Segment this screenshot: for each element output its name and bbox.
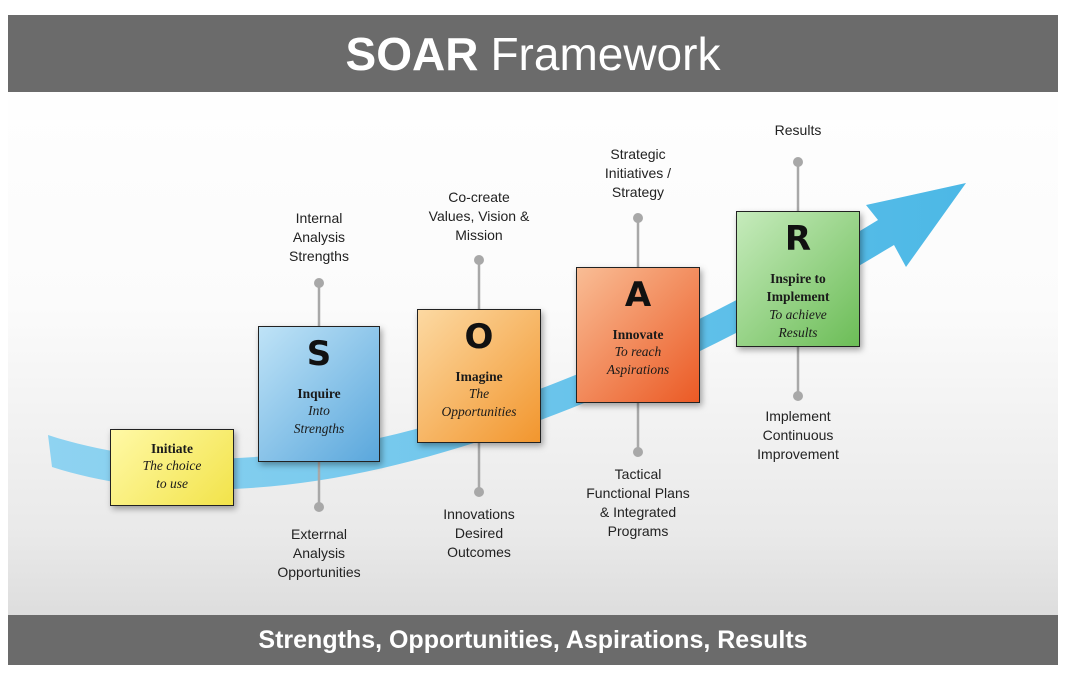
label-s-above-line: Strengths (289, 248, 349, 264)
label-r-above: Results (748, 121, 848, 140)
label-a-below: Tactical Functional Plans & Integrated P… (568, 465, 708, 541)
title-bar: SOAR Framework (8, 15, 1058, 92)
connector-dot-s-bottom (314, 502, 324, 512)
label-s-above: Internal Analysis Strengths (259, 209, 379, 266)
label-o-below-line: Innovations (443, 506, 515, 522)
connector-dot-o-top (474, 255, 484, 265)
stage-initiate-title: Initiate (151, 441, 193, 456)
label-s-below-line: Opportunities (277, 564, 361, 580)
connector-dot-a-top (633, 213, 643, 223)
stage-s-box: S Inquire Into Strengths (258, 326, 380, 462)
title-framework: Framework (490, 27, 721, 80)
label-r-above-line: Results (774, 122, 822, 138)
stage-r-title-2: Implement (766, 289, 830, 304)
stage-initiate-sub-2: to use (156, 476, 188, 491)
connector-dot-a-bottom (633, 447, 643, 457)
stage-o-sub-1: The (468, 386, 490, 401)
stage-o-letter: O (464, 317, 494, 357)
footer-bar: Strengths, Opportunities, Aspirations, R… (8, 615, 1058, 665)
connector-dot-s-top (314, 278, 324, 288)
label-a-above-line: Strategy (611, 184, 665, 200)
label-a-below-line: Tactical (614, 466, 662, 482)
label-s-below-line: Analysis (292, 545, 346, 561)
stage-r-sub-2: Results (778, 325, 818, 340)
connectors (314, 157, 803, 512)
stage-r-letter: R (784, 219, 812, 259)
label-s-below-line: Exterrnal (290, 526, 348, 542)
label-a-below-line: Programs (607, 523, 669, 539)
label-o-below: Innovations Desired Outcomes (419, 505, 539, 562)
connector-dot-r-bottom (793, 391, 803, 401)
stage-a-title: Innovate (612, 327, 664, 342)
label-o-above: Co-create Values, Vision & Mission (409, 188, 549, 245)
stage-initiate-sub-1: The choice (142, 458, 202, 473)
connector-dot-o-bottom (474, 487, 484, 497)
label-r-below: Implement Continuous Improvement (738, 407, 858, 464)
label-a-above-line: Strategic (610, 146, 666, 162)
label-s-below: Exterrnal Analysis Opportunities (254, 525, 384, 582)
label-s-above-line: Analysis (292, 229, 346, 245)
stage-s-sub-1: Into (308, 403, 330, 418)
stage-o-title: Imagine (455, 369, 503, 384)
label-o-above-line: Co-create (448, 189, 510, 205)
stage-r-box: R Inspire to Implement To achieve Result… (736, 211, 860, 347)
stage-a-sub-2: Aspirations (606, 362, 670, 377)
stage-a-box: A Innovate To reach Aspirations (576, 267, 700, 403)
stage-initiate-box: Initiate The choice to use (110, 429, 234, 506)
stage-a-sub-1: To reach (614, 344, 662, 359)
label-o-below-line: Outcomes (447, 544, 511, 560)
stage-r-sub-1: To achieve (769, 307, 827, 322)
stage-s-title: Inquire (297, 386, 341, 401)
title-soar: SOAR (345, 27, 479, 80)
footer-text: Strengths, Opportunities, Aspirations, R… (258, 625, 808, 654)
label-r-below-line: Improvement (757, 446, 839, 462)
stage-o-sub-2: Opportunities (441, 404, 517, 419)
label-a-above-line: Initiatives / (604, 165, 672, 181)
label-o-above-line: Mission (455, 227, 503, 243)
label-r-below-line: Implement (765, 408, 831, 424)
label-r-below-line: Continuous (762, 427, 834, 443)
label-a-below-line: Functional Plans (586, 485, 690, 501)
slide: SOAR Framework Initiate The choice to us… (8, 15, 1058, 665)
label-o-above-line: Values, Vision & (428, 208, 530, 224)
connector-dot-r-top (793, 157, 803, 167)
stage-s-sub-2: Strengths (293, 421, 345, 436)
stage-r-title-1: Inspire to (770, 271, 826, 286)
label-a-below-line: & Integrated (599, 504, 677, 520)
label-a-above: Strategic Initiatives / Strategy (578, 145, 698, 202)
stage-o-box: O Imagine The Opportunities (417, 309, 541, 443)
stage-a-letter: A (624, 275, 652, 315)
label-o-below-line: Desired (454, 525, 504, 541)
label-s-above-line: Internal (295, 210, 343, 226)
stage-s-letter: S (306, 334, 332, 374)
